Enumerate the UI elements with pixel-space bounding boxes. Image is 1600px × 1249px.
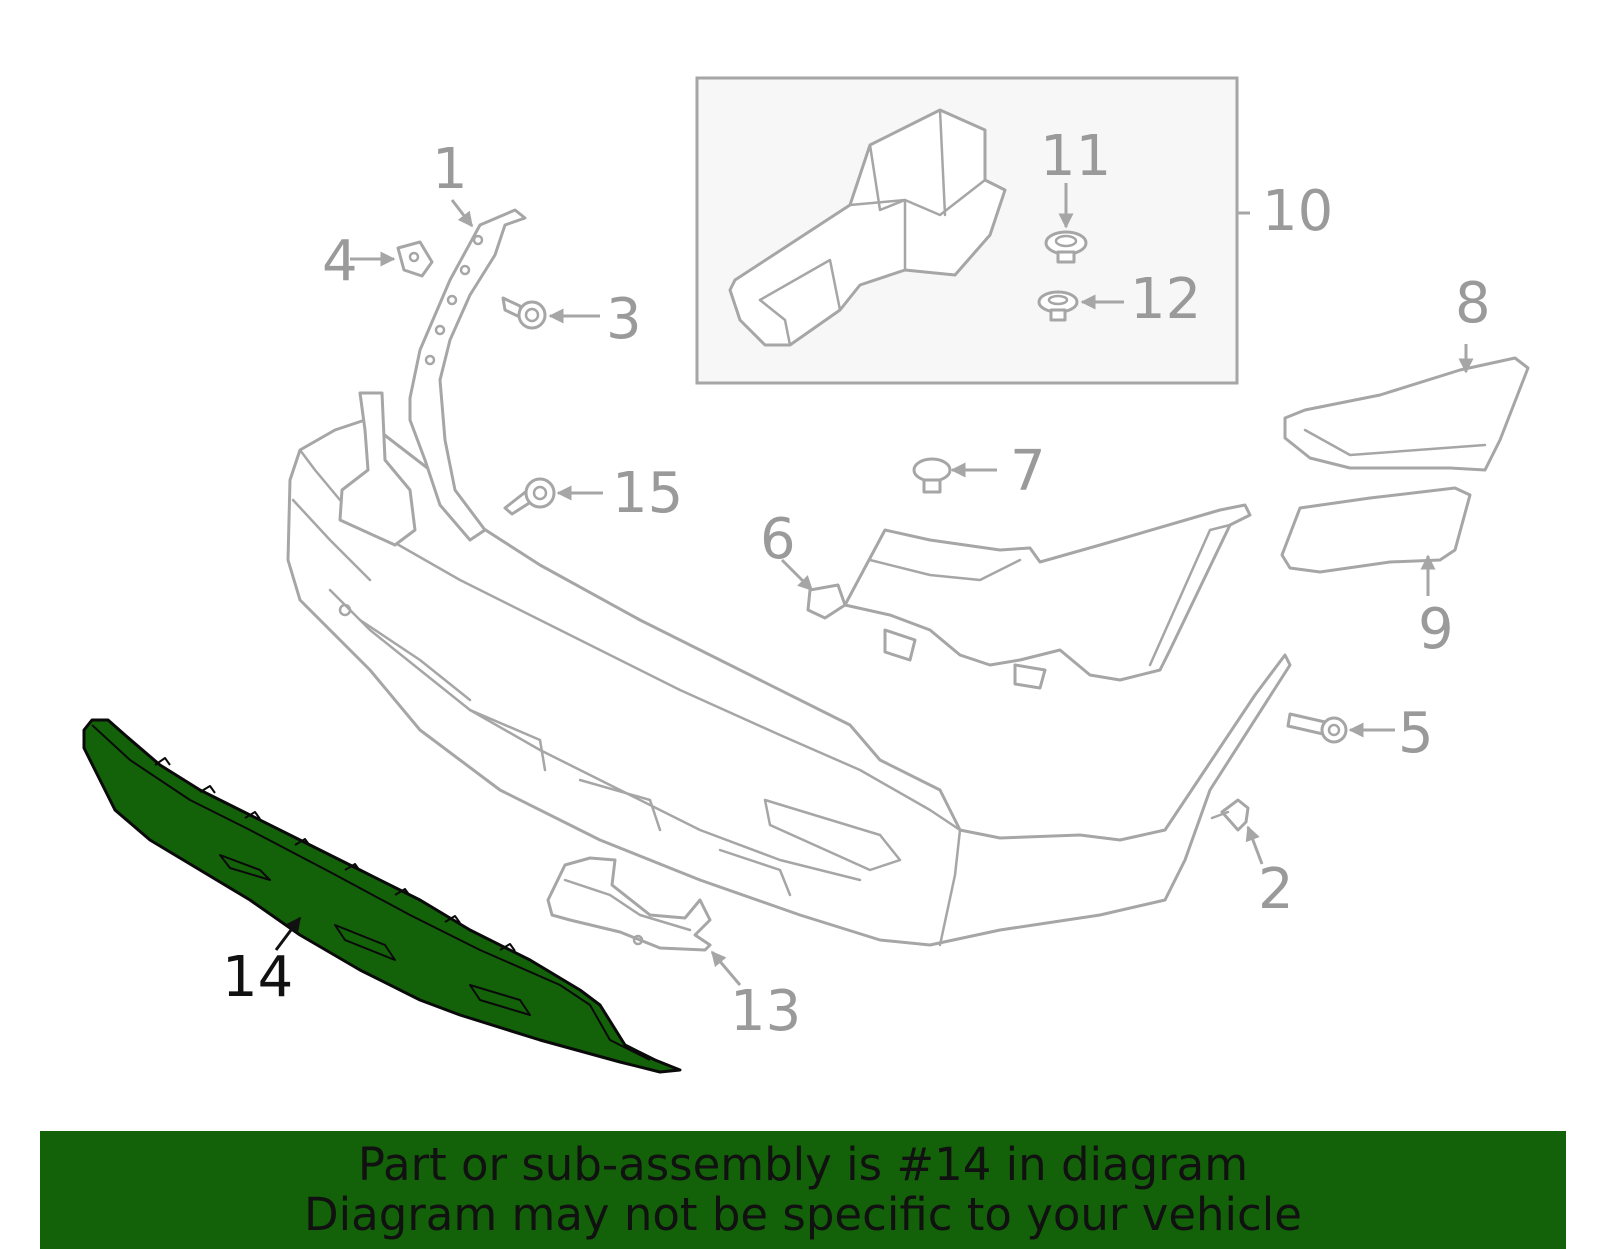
callout-10: 10	[1262, 179, 1333, 244]
bumper-cover	[286, 391, 1292, 947]
callout-5: 5	[1398, 701, 1434, 766]
banner-line-1: Part or sub-assembly is #14 in diagram	[357, 1138, 1249, 1191]
callout-12: 12	[1130, 267, 1201, 332]
callout-6: 6	[760, 507, 796, 572]
callout-8: 8	[1455, 271, 1491, 336]
info-banner: Part or sub-assembly is #14 in diagram D…	[40, 1131, 1566, 1249]
push-pin-part-11	[1044, 230, 1088, 264]
bolt-part-5	[1286, 712, 1348, 744]
callout-3: 3	[606, 287, 642, 352]
corner-bracket-part-6	[806, 503, 1252, 690]
lower-valance-part-14	[82, 718, 682, 1074]
callout-15: 15	[612, 461, 683, 526]
bracket-part-13	[546, 856, 712, 952]
retainer-part-1	[408, 208, 527, 542]
callout-1: 1	[432, 137, 468, 202]
clip-nut-part-4	[396, 240, 434, 278]
callout-11: 11	[1040, 124, 1111, 189]
callout-9: 9	[1418, 597, 1454, 662]
callout-13: 13	[730, 979, 801, 1044]
banner-line-2: Diagram may not be specific to your vehi…	[304, 1188, 1302, 1241]
bolt-part-15	[503, 477, 556, 516]
rivet-part-2	[1210, 798, 1250, 832]
clip-part-12	[1037, 290, 1079, 322]
callout-4: 4	[322, 229, 358, 294]
bracket-part-10	[728, 108, 1007, 347]
callout-7: 7	[1010, 439, 1046, 504]
screw-part-3	[501, 296, 547, 330]
callout-2: 2	[1258, 857, 1294, 922]
reflector-part-8	[1283, 356, 1530, 472]
rivet-part-7	[912, 457, 952, 494]
callout-14: 14	[222, 945, 293, 1010]
reflector-part-9	[1280, 486, 1472, 574]
